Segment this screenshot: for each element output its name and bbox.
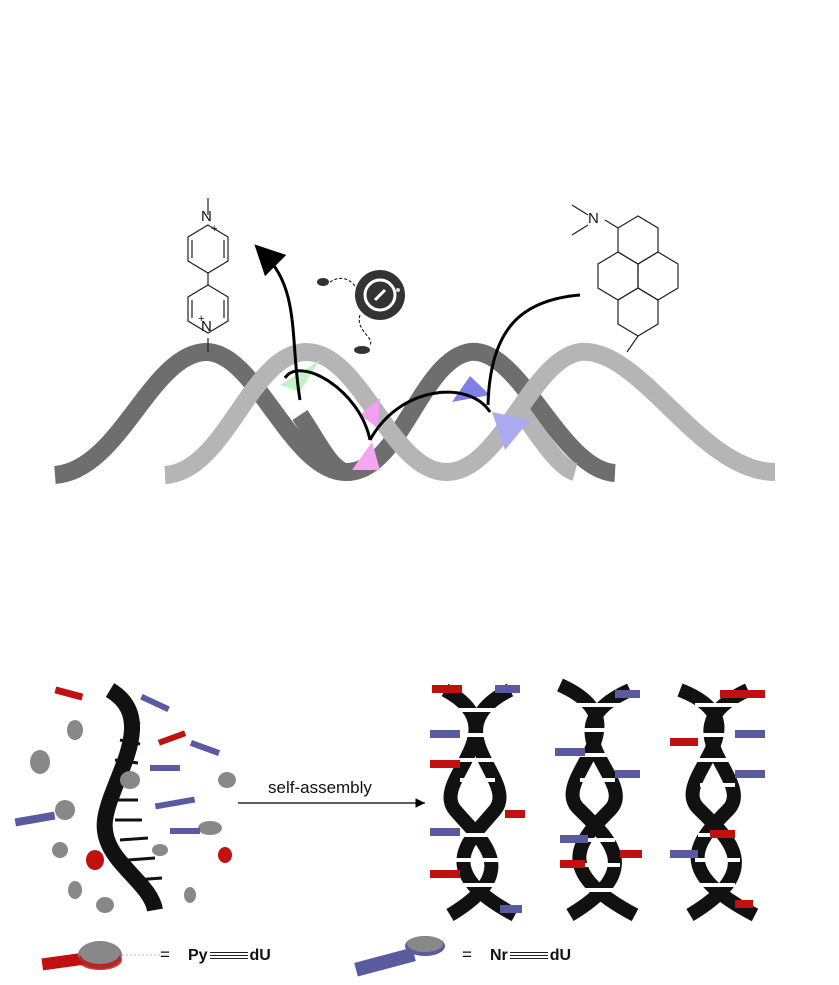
electron-symbol bbox=[317, 270, 405, 354]
helix-2 bbox=[555, 678, 642, 922]
self-assembly-label: self-assembly bbox=[268, 778, 372, 797]
viologen-charge-top: + bbox=[211, 223, 218, 235]
legend-nr-left: Nr bbox=[489, 947, 508, 964]
helix-3 bbox=[670, 683, 765, 922]
viologen-n-top: N bbox=[201, 208, 212, 225]
helix-1 bbox=[430, 683, 525, 922]
triple-bond-icon bbox=[209, 952, 248, 960]
legend-py-left: Py bbox=[187, 947, 208, 964]
strand-dark-overlap bbox=[292, 410, 349, 481]
pink-base-lower bbox=[352, 442, 380, 470]
legend-nr-right: dU bbox=[549, 947, 572, 964]
legend-py-equals: = bbox=[160, 945, 170, 964]
viologen-charge-bottom: + bbox=[198, 313, 205, 325]
arrow-hop-left bbox=[283, 369, 372, 441]
strand-light bbox=[163, 342, 776, 484]
single-strand bbox=[96, 683, 163, 913]
pink-base-upper bbox=[360, 398, 380, 428]
viologen-structure bbox=[187, 198, 229, 352]
legend-nr: = Nr dU bbox=[462, 945, 571, 965]
arrow-to-viologen bbox=[254, 244, 302, 401]
blue-base-lower bbox=[492, 412, 530, 450]
arrow-from-pyrene bbox=[486, 293, 581, 406]
pyrene-structure bbox=[571, 204, 679, 353]
legend-py-right: dU bbox=[249, 947, 271, 964]
green-base bbox=[280, 360, 320, 392]
legend-nr-glyph bbox=[354, 936, 445, 977]
pyrene-n: N bbox=[588, 210, 599, 227]
legend-py: = Py dU bbox=[160, 945, 271, 965]
triple-bond-icon bbox=[509, 952, 548, 960]
arrow-hop-right bbox=[368, 390, 492, 441]
viologen-n-bottom: N bbox=[201, 318, 212, 335]
free-chromophores bbox=[14, 686, 236, 913]
legend-py-glyph bbox=[41, 941, 160, 971]
legend-nr-equals: = bbox=[462, 945, 472, 964]
blue-base-upper bbox=[452, 376, 490, 402]
